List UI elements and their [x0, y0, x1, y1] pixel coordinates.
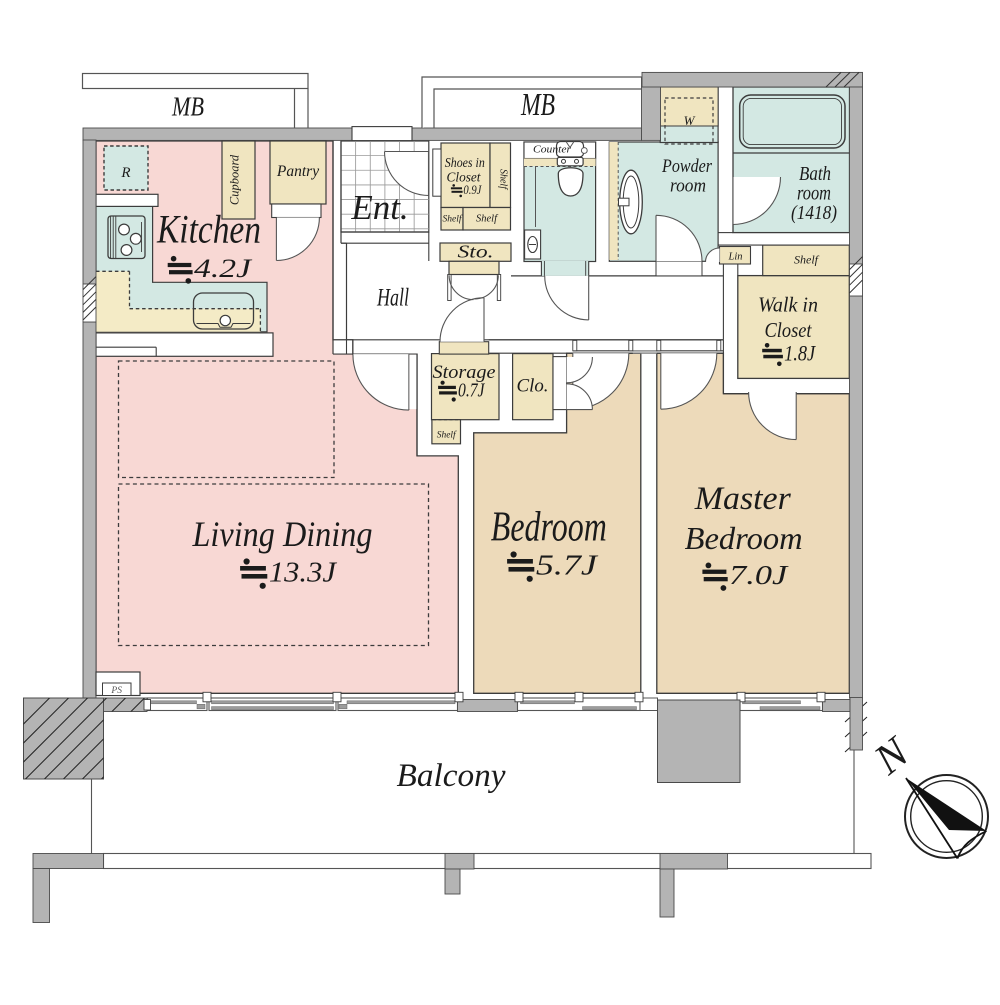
- svg-text:5.7J: 5.7J: [536, 550, 598, 582]
- svg-text:Clo.: Clo.: [517, 376, 549, 397]
- svg-text:room: room: [670, 177, 706, 197]
- svg-text:Shelf: Shelf: [443, 214, 463, 225]
- svg-text:Lin: Lin: [727, 252, 742, 263]
- svg-text:Cupboard: Cupboard: [228, 154, 242, 205]
- svg-text:Bath: Bath: [799, 164, 831, 185]
- svg-text:Ent.: Ent.: [350, 188, 408, 227]
- svg-text:R: R: [120, 165, 130, 181]
- svg-text:1.8J: 1.8J: [784, 341, 816, 366]
- svg-text:Closet: Closet: [765, 318, 813, 342]
- svg-text:Shoes in: Shoes in: [445, 155, 485, 170]
- svg-text:Counter: Counter: [533, 144, 572, 156]
- svg-text:Closet: Closet: [447, 170, 482, 185]
- svg-text:Sto.: Sto.: [458, 242, 494, 262]
- svg-text:Pantry: Pantry: [276, 163, 319, 180]
- svg-text:Bedroom: Bedroom: [491, 505, 607, 551]
- svg-text:0.7J: 0.7J: [458, 380, 485, 402]
- svg-text:7.0J: 7.0J: [729, 560, 790, 590]
- svg-text:Balcony: Balcony: [397, 758, 506, 794]
- svg-text:(1418): (1418): [791, 203, 837, 224]
- svg-text:13.3J: 13.3J: [269, 557, 337, 589]
- svg-text:Shelf: Shelf: [476, 214, 499, 225]
- svg-text:room: room: [797, 184, 831, 205]
- svg-text:PS: PS: [110, 686, 122, 696]
- svg-text:4.2J: 4.2J: [194, 253, 253, 283]
- svg-text:Walk in: Walk in: [758, 293, 818, 317]
- svg-text:Bedroom: Bedroom: [685, 520, 803, 556]
- svg-text:Hall: Hall: [376, 285, 409, 312]
- svg-text:MB: MB: [171, 92, 204, 122]
- svg-text:MB: MB: [520, 86, 555, 122]
- svg-text:0.9J: 0.9J: [463, 183, 482, 197]
- svg-text:Storage: Storage: [433, 362, 496, 383]
- svg-text:Living Dining: Living Dining: [192, 514, 373, 554]
- svg-text:Master: Master: [694, 481, 791, 517]
- svg-text:Shelf: Shelf: [497, 169, 508, 190]
- svg-text:Shelf: Shelf: [794, 253, 820, 267]
- svg-text:Shelf: Shelf: [437, 430, 457, 441]
- svg-text:W: W: [684, 113, 696, 128]
- svg-text:Powder: Powder: [661, 157, 713, 177]
- svg-text:Kitchen: Kitchen: [156, 207, 261, 252]
